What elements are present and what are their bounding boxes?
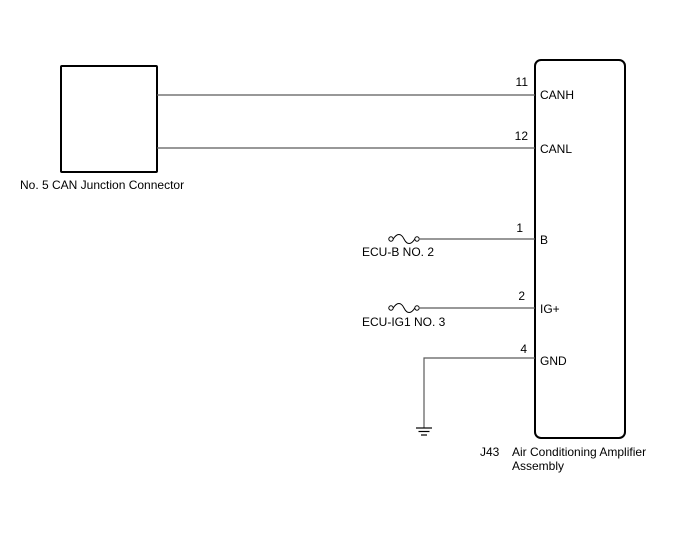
pin-b-label: B bbox=[540, 233, 548, 247]
gnd-wire bbox=[423, 357, 535, 428]
pin-12-number: 12 bbox=[515, 129, 529, 143]
component-name-line1: Air Conditioning Amplifier bbox=[512, 445, 646, 459]
can-junction-connector-label: No. 5 CAN Junction Connector bbox=[20, 178, 184, 192]
ground-symbol-icon bbox=[416, 427, 432, 436]
fuse-ecu-b-no2-label: ECU-B NO. 2 bbox=[362, 245, 434, 259]
fuse-ecu-ig1-no3-label: ECU-IG1 NO. 3 bbox=[362, 315, 446, 329]
pin-2-number: 2 bbox=[518, 289, 525, 303]
pin-gnd-label: GND bbox=[540, 354, 567, 368]
fuse-ecu-ig1-no3-icon bbox=[388, 303, 420, 313]
pin-1-number: 1 bbox=[516, 221, 523, 235]
fuse-ecu-b-no2-icon bbox=[388, 234, 420, 244]
pin-canl-label: CANL bbox=[540, 142, 572, 156]
pin-canh-label: CANH bbox=[540, 88, 574, 102]
component-name-line2: Assembly bbox=[512, 459, 564, 473]
pin-11-number: 11 bbox=[516, 75, 529, 89]
can-junction-connector-box bbox=[60, 65, 158, 173]
amplifier-assembly-box bbox=[534, 59, 626, 439]
pin-ig-plus-label: IG+ bbox=[540, 302, 560, 316]
pin-4-number: 4 bbox=[520, 342, 527, 356]
component-code: J43 bbox=[480, 445, 500, 459]
